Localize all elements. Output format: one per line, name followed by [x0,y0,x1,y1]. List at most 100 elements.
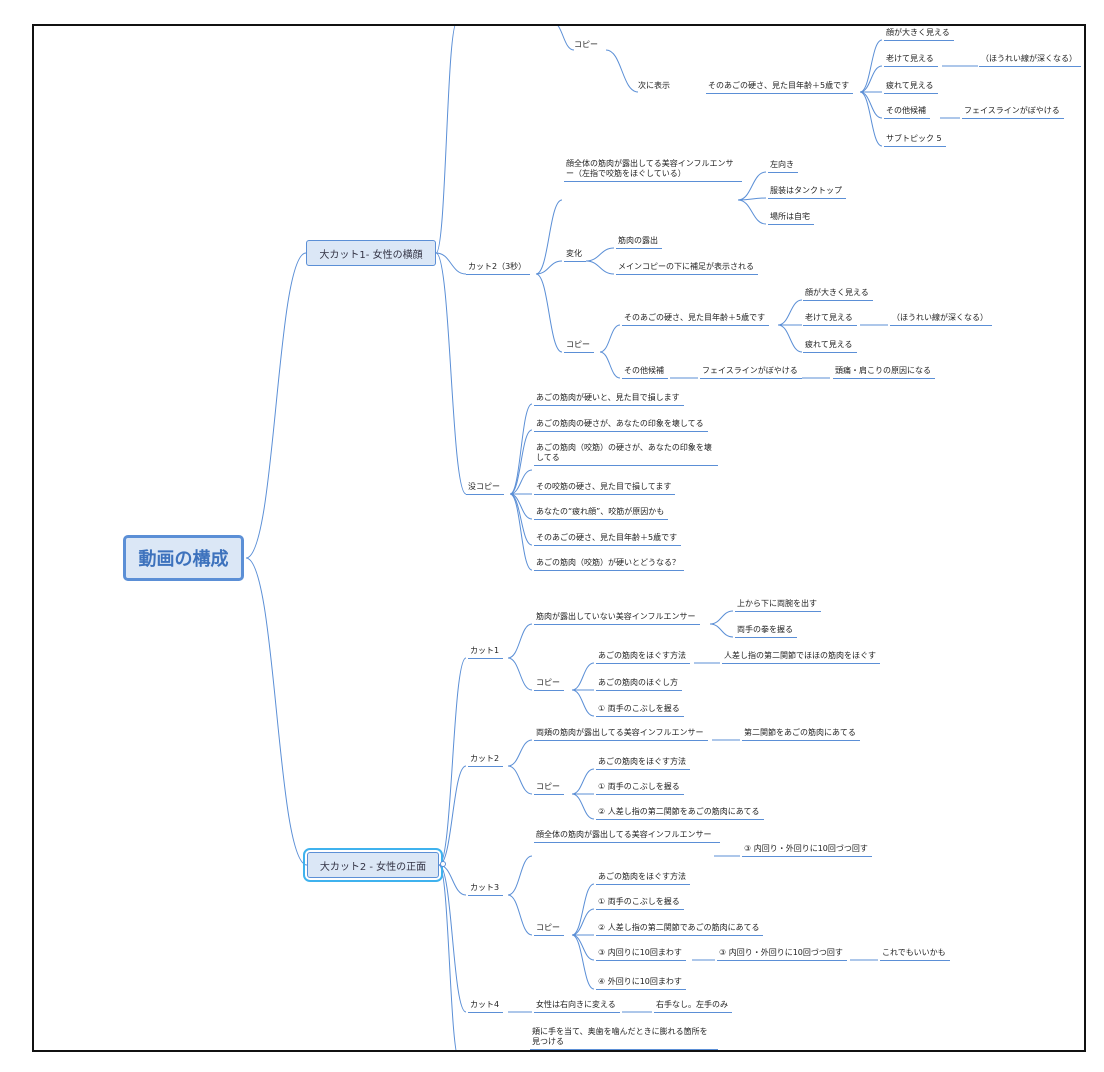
connector-line [535,260,563,275]
k1-copy-howto[interactable]: あごの筋肉のほぐし方 [596,678,682,691]
cheek-instruction[interactable]: 頬に手を当て、奥歯を噛んだときに膨れる箇所を見つける [530,1027,718,1050]
connector-line [599,324,621,353]
k4-turn-right[interactable]: 女性は右向きに変える [534,1000,620,1013]
k3-copy-step4[interactable]: ④ 外回りに10回まわす [596,977,686,990]
collapse-handle-icon[interactable] [440,861,446,867]
top-item-tired[interactable]: 疲れて見える [884,81,938,94]
c2-face-left[interactable]: 左向き [768,160,798,173]
c2-other-faceline[interactable]: フェイスラインがぼやける [700,366,802,379]
k1-label[interactable]: カット1 [468,646,504,659]
top-next-label[interactable]: 次に表示 [638,81,670,90]
k3-copy-step3[interactable]: ③ 内回りに10回まわす [596,948,686,961]
connector-line [438,765,467,866]
top-next-text[interactable]: そのあごの硬さ、見た目年齢＋5歳です [706,81,854,94]
c2-change-exposure[interactable]: 筋肉の露出 [616,236,662,249]
k1-model-fists[interactable]: 両手の拳を握る [735,625,797,638]
c2-copy-older-sub[interactable]: （ほうれい線が深くなる） [890,313,992,326]
connector-line [438,657,467,866]
connector-line [245,557,308,866]
connector-line [507,739,533,767]
connector-line [571,883,595,936]
top-item-other[interactable]: その他候補 [884,106,930,119]
connector-line [535,199,563,275]
cut1-c2-label[interactable]: カット2（3秒） [466,262,531,275]
c2-face-node[interactable]: 顔全体の筋肉が露出してる美容インフルエンサー（左指で咬筋をほぐしている） [564,159,742,182]
k2-copy-method[interactable]: あごの筋肉をほぐす方法 [596,757,690,770]
rejected-item[interactable]: あごの筋肉（咬筋）の硬さが、あなたの印象を壊してる [534,443,718,466]
connector-line [859,91,883,119]
c2-copy-tired[interactable]: 疲れて見える [803,340,857,353]
connector-line [435,252,467,275]
connector-line [507,657,533,691]
connector-line [709,623,734,638]
connector-line [859,91,883,147]
rejected-item[interactable]: あごの筋肉が硬いと、見た目で損します [534,393,684,406]
top-item-subtopic[interactable]: サブトピック 5 [884,134,946,147]
connector-line [507,894,533,936]
k2-copy-label[interactable]: コピー [534,782,564,795]
connector-line [859,39,883,93]
c2-face-place[interactable]: 場所は自宅 [768,212,814,225]
rejected-copy-label[interactable]: 没コピー [466,482,504,495]
c2-copy-bigface[interactable]: 顔が大きく見える [803,288,873,301]
connector-line [571,768,595,795]
top-copy-label[interactable]: コピー [574,40,598,49]
connector-line [509,493,533,546]
connector-line [507,623,533,659]
top-item-bigface[interactable]: 顔が大きく見える [884,28,954,41]
k3-copy-method[interactable]: あごの筋肉をほぐす方法 [596,872,690,885]
k1-model[interactable]: 筋肉が露出していない美容インフルエンサー [534,612,700,625]
k1-copy-step1[interactable]: ① 両手のこぶしを握る [596,704,684,717]
k3-copy-label[interactable]: コピー [534,923,564,936]
connector-line [737,199,767,225]
k2-model[interactable]: 両頬の筋肉が露出してる美容インフルエンサー [534,728,708,741]
connector-line [571,934,595,961]
connector-line [737,171,767,201]
connector-line [507,765,533,795]
k2-model-sub[interactable]: 第二関節をあごの筋肉にあてる [742,728,860,741]
k3-copy-alt[interactable]: ③ 内回り・外回りに10回づつ回す [717,948,847,961]
rejected-item[interactable]: その咬筋の硬さ、見た目で損してます [534,482,676,495]
connector-line [438,864,457,1050]
k3-copy-step1[interactable]: ① 両手のこぶしを握る [596,897,684,910]
major-node-cut1[interactable]: 大カット1- 女性の横顔 [306,240,436,266]
k1-copy-method-sub[interactable]: 人差し指の第二関節でほほの筋肉をほぐす [722,651,880,664]
k3-copy-alt-note[interactable]: これでもいいかも [880,948,950,961]
k4-label[interactable]: カット4 [468,1000,504,1013]
c2-copy-label[interactable]: コピー [564,340,594,353]
k2-label[interactable]: カット2 [468,754,504,767]
rejected-item[interactable]: あごの筋肉（咬筋）が硬いとどうなる？ [534,558,684,571]
c2-change-supplement[interactable]: メインコピーの下に補足が表示される [616,262,758,275]
connector-line [709,610,734,625]
root-node[interactable]: 動画の構成 [123,535,244,581]
k3-copy-step2[interactable]: ② 人差し指の第二関節であごの筋肉にあてる [596,923,764,936]
k3-model[interactable]: 顔全体の筋肉が露出してる美容インフルエンサー [534,830,720,843]
rejected-item[interactable]: あごの筋肉の硬さが、あなたの印象を壊してる [534,419,708,432]
c2-other-headache[interactable]: 頭痛・肩こりの原因になる [833,366,935,379]
mindmap-canvas[interactable]: 動画の構成 大カット1- 女性の横顔 大カット2 - 女性の正面 コピー 次に表… [32,24,1086,1052]
k2-copy-step1[interactable]: ① 両手のこぶしを握る [596,782,684,795]
c2-copy-older[interactable]: 老けて見える [803,313,857,326]
c2-face-outfit[interactable]: 服装はタンクトップ [768,186,846,199]
k1-model-arms[interactable]: 上から下に両腕を出す [735,599,821,612]
top-item-other-sub[interactable]: フェイスラインがぼやける [962,106,1064,119]
connector-line [435,252,467,495]
rejected-item[interactable]: あなたの“疲れ顔”、咬筋が原因かも [534,507,669,520]
c2-other-label[interactable]: その他候補 [622,366,668,379]
k3-model-sub[interactable]: ③ 内回り・外回りに10回づつ回す [742,844,872,857]
connector-line [571,793,595,820]
k1-copy-label[interactable]: コピー [534,678,564,691]
k1-copy-method[interactable]: あごの筋肉をほぐす方法 [596,651,690,664]
k4-left-hand[interactable]: 右手なし。左手のみ [654,1000,732,1013]
connector-line [571,934,595,990]
major-node-cut2[interactable]: 大カット2 - 女性の正面 [303,848,443,882]
connector-line [557,26,575,51]
top-item-older[interactable]: 老けて見える [884,54,938,67]
k3-label[interactable]: カット3 [468,883,504,896]
k2-copy-step2[interactable]: ② 人差し指の第二関節をあごの筋肉にあてる [596,807,764,820]
rejected-item[interactable]: そのあごの硬さ、見た目年齢＋5歳です [534,533,682,546]
connector-line [571,908,595,936]
c2-change-label[interactable]: 変化 [564,249,586,262]
top-item-older-sub[interactable]: （ほうれい線が深くなる） [979,54,1081,67]
c2-copy-main[interactable]: そのあごの硬さ、見た目年齢＋5歳です [622,313,770,326]
